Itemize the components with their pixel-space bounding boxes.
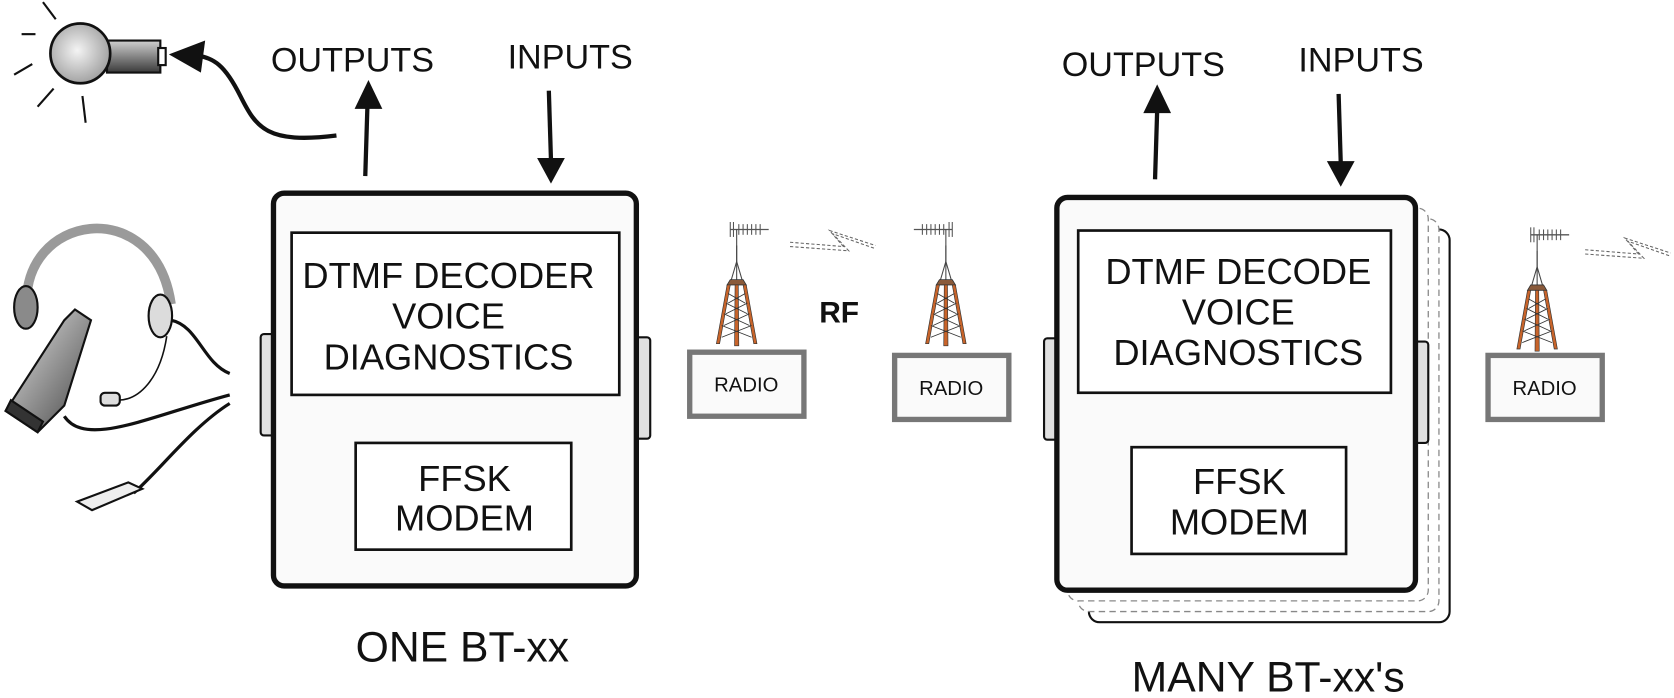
lamp-output-wire xyxy=(197,53,337,140)
lamp-arrow-head xyxy=(168,40,206,73)
unit-caption: ONE BT-xx xyxy=(356,624,569,672)
antenna-tower-icon xyxy=(913,221,967,347)
outputs-arrow-right xyxy=(1152,109,1160,180)
rf-signal-icon xyxy=(789,229,876,252)
outputs-arrow-left xyxy=(363,106,370,177)
rf-signal-icon xyxy=(1584,237,1672,259)
inputs-arrow-left xyxy=(546,90,554,161)
radio-label-3: RADIO xyxy=(1513,378,1577,400)
headset-icon xyxy=(4,223,231,512)
modem-block xyxy=(354,441,573,551)
decoder-block xyxy=(290,231,621,397)
outputs-label-right: OUTPUTS xyxy=(1062,46,1225,84)
modem-line-2: MODEM xyxy=(1170,502,1309,543)
decoder-line-1: DTMF DECODE xyxy=(1105,251,1371,292)
decoder-line-3: DIAGNOSTICS xyxy=(324,336,574,377)
outputs-label-left: OUTPUTS xyxy=(271,42,434,80)
radio-box-2 xyxy=(891,352,1012,423)
decoder-line-2: VOICE xyxy=(1182,291,1295,332)
lamp-icon xyxy=(13,1,167,123)
modem-line-2: MODEM xyxy=(395,497,534,538)
unit-caption: MANY BT-xx's xyxy=(1132,654,1405,698)
outputs-arrow-head-right xyxy=(1143,84,1172,114)
modem-line-1: FFSK xyxy=(1193,461,1286,502)
radio-label-1: RADIO xyxy=(714,375,778,397)
inputs-label-right: INPUTS xyxy=(1298,42,1423,80)
inputs-arrow-head-left xyxy=(537,157,565,184)
radio-box-1 xyxy=(687,349,807,419)
radio-box-3 xyxy=(1485,352,1605,423)
antenna-tower-icon xyxy=(715,221,770,347)
outputs-arrow-head-left xyxy=(354,80,383,109)
inputs-label-left: INPUTS xyxy=(508,38,633,76)
decoder-block xyxy=(1076,229,1393,395)
decoder-line-1: DTMF DECODER xyxy=(302,255,594,296)
antenna-tower-icon xyxy=(1516,226,1570,352)
right-unit: DTMF DECODE VOICE DIAGNOSTICS FFSK MODEM… xyxy=(1042,194,1451,698)
inputs-arrow-head-right xyxy=(1326,161,1355,187)
inputs-arrow-right xyxy=(1336,93,1343,164)
modem-block xyxy=(1130,445,1348,556)
radio-label-2: RADIO xyxy=(919,378,983,400)
rf-label: RF xyxy=(819,296,859,329)
decoder-line-2: VOICE xyxy=(392,296,505,337)
decoder-line-3: DIAGNOSTICS xyxy=(1113,332,1363,373)
modem-line-1: FFSK xyxy=(418,458,511,499)
left-unit: DTMF DECODER VOICE DIAGNOSTICS FFSK MODE… xyxy=(259,190,652,672)
